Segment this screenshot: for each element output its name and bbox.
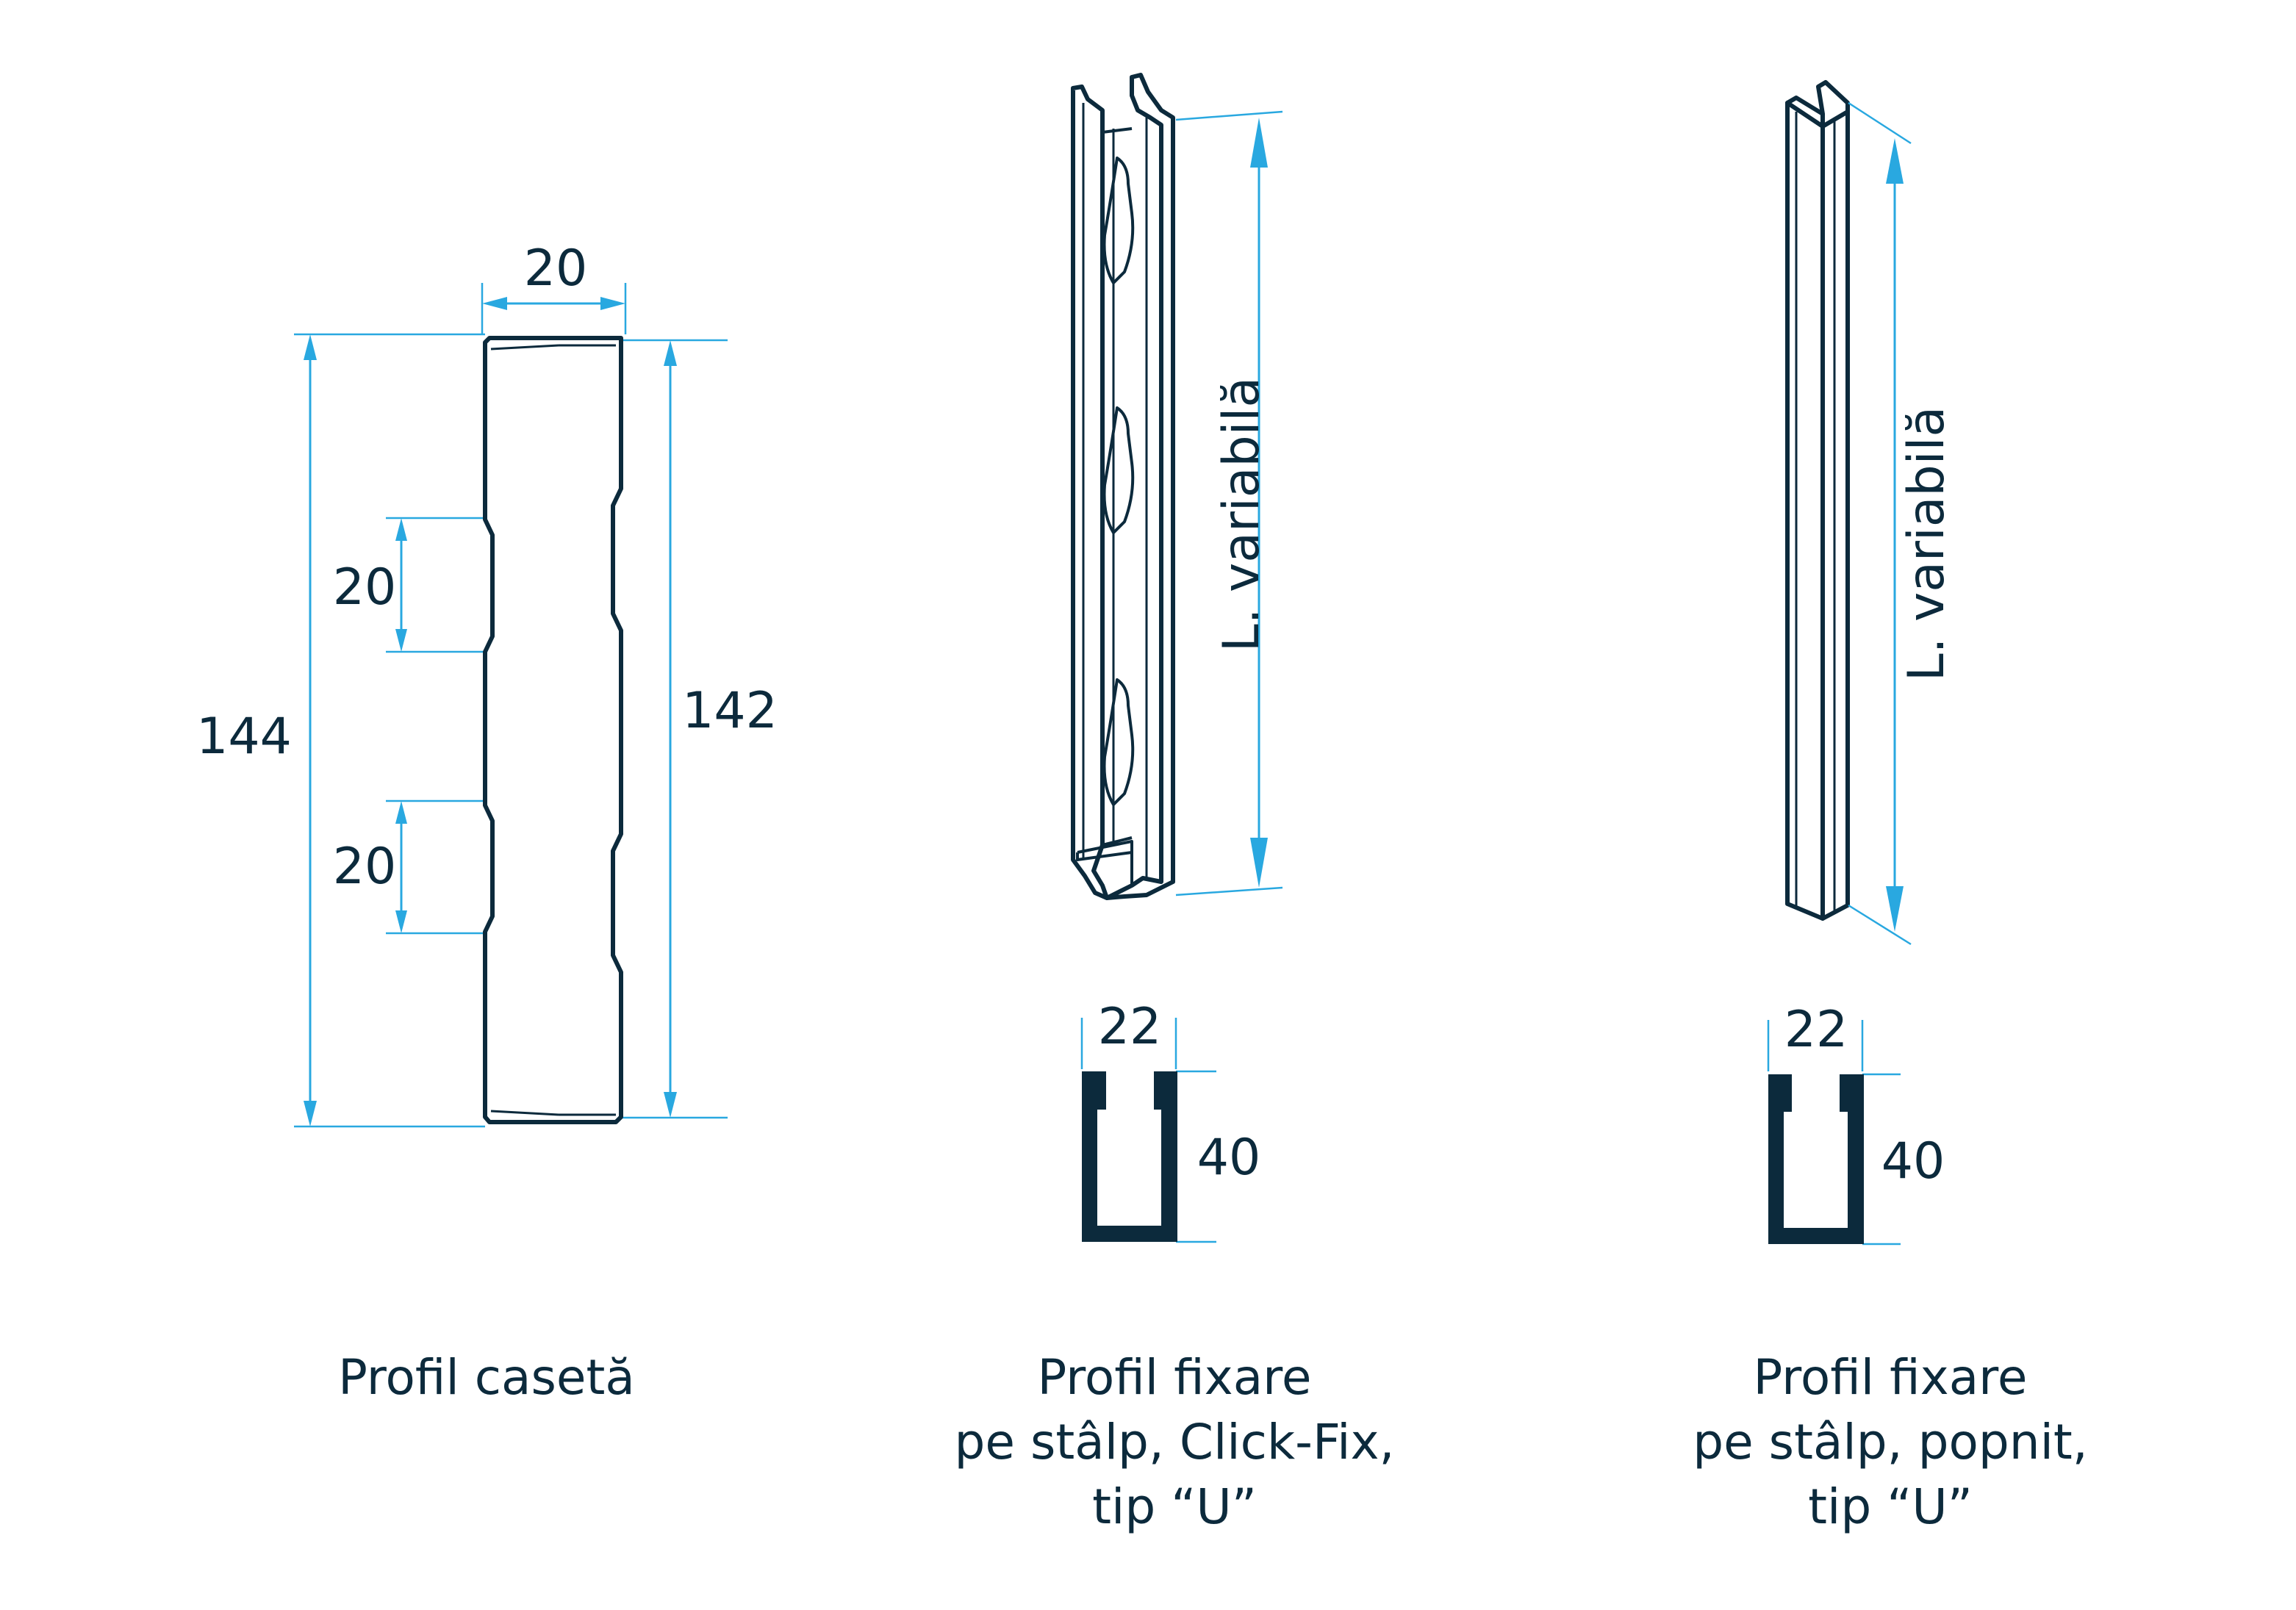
profil-click-fix-drawing: L. variabilă 22 40 Profil fixare pe stâl… [955, 73, 1395, 1535]
caseta-caption: Profil casetă [338, 1349, 635, 1406]
inner-height-label: 142 [682, 682, 778, 740]
recess-top-label: 20 [333, 558, 397, 617]
click-fix-length-extension-bottom [1175, 886, 1283, 896]
inner-height-arrow-top [664, 340, 677, 366]
outer-height-label: 144 [196, 708, 292, 766]
popnit-caption-line1: Profil fixare [1754, 1349, 2028, 1406]
click-fix-bottom-face [1076, 845, 1133, 861]
popnit-section-width-label: 22 [1784, 1001, 1848, 1059]
click-fix-caption-line1: Profil fixare [1038, 1349, 1312, 1406]
popnit-section-height-label: 40 [1881, 1132, 1945, 1190]
width-arrow-left [482, 297, 507, 310]
popnit-caption-line3: tip “U” [1808, 1478, 1973, 1535]
popnit-profile-front [1785, 101, 1825, 921]
profil-caseta-drawing: 20 144 142 20 20 Profil [196, 240, 778, 1406]
click-fix-caption-line3: tip “U” [1092, 1478, 1257, 1535]
click-fix-length-arrow-top [1250, 118, 1268, 168]
recess-bottom-arrow-top [395, 801, 407, 824]
width-arrow-right [600, 297, 625, 310]
click-fix-section-height-label: 40 [1197, 1129, 1261, 1187]
click-fix-length-arrow-bottom [1250, 838, 1268, 888]
recess-bottom-arrow-bottom [395, 910, 407, 933]
popnit-length-arrow-bottom [1886, 886, 1904, 932]
inner-height-arrow-bottom [664, 1092, 677, 1118]
click-fix-caption-line2: pe stâlp, Click-Fix, [955, 1414, 1395, 1470]
click-fix-clip-2 [1102, 406, 1135, 534]
click-fix-section-width-label: 22 [1098, 998, 1162, 1056]
click-fix-length-label: L. variabilă [1213, 377, 1271, 652]
click-fix-outer-flange-right [1105, 73, 1175, 900]
outer-height-arrow-top [304, 334, 317, 360]
recess-top-arrow-bottom [395, 629, 407, 652]
popnit-length-extension-bottom [1848, 904, 1912, 946]
click-fix-length-extension-top [1175, 110, 1283, 121]
popnit-length-arrow-top [1886, 138, 1904, 184]
popnit-profile-top-lip [1785, 80, 1850, 129]
click-fix-outer-flange-left [1071, 85, 1109, 900]
recess-top-arrow-top [395, 518, 407, 541]
popnit-u-section [1768, 1074, 1864, 1244]
click-fix-u-section [1082, 1071, 1177, 1242]
width-label: 20 [524, 240, 588, 298]
caseta-profile-outline [483, 336, 623, 1124]
popnit-caption-line2: pe stâlp, popnit, [1693, 1414, 2088, 1470]
click-fix-web [1077, 127, 1133, 885]
outer-height-arrow-bottom [304, 1101, 317, 1126]
caseta-bottom-lip [490, 1110, 559, 1116]
caseta-top-lip [490, 344, 559, 351]
click-fix-clip-1 [1102, 157, 1135, 284]
click-fix-clip-3 [1102, 678, 1135, 806]
popnit-length-extension-top [1848, 101, 1912, 145]
recess-bottom-label: 20 [333, 838, 397, 896]
profil-popnit-drawing: L. variabilă 22 40 Profil fixare pe stâl… [1693, 80, 2088, 1535]
popnit-length-label: L. variabilă [1898, 406, 1956, 681]
